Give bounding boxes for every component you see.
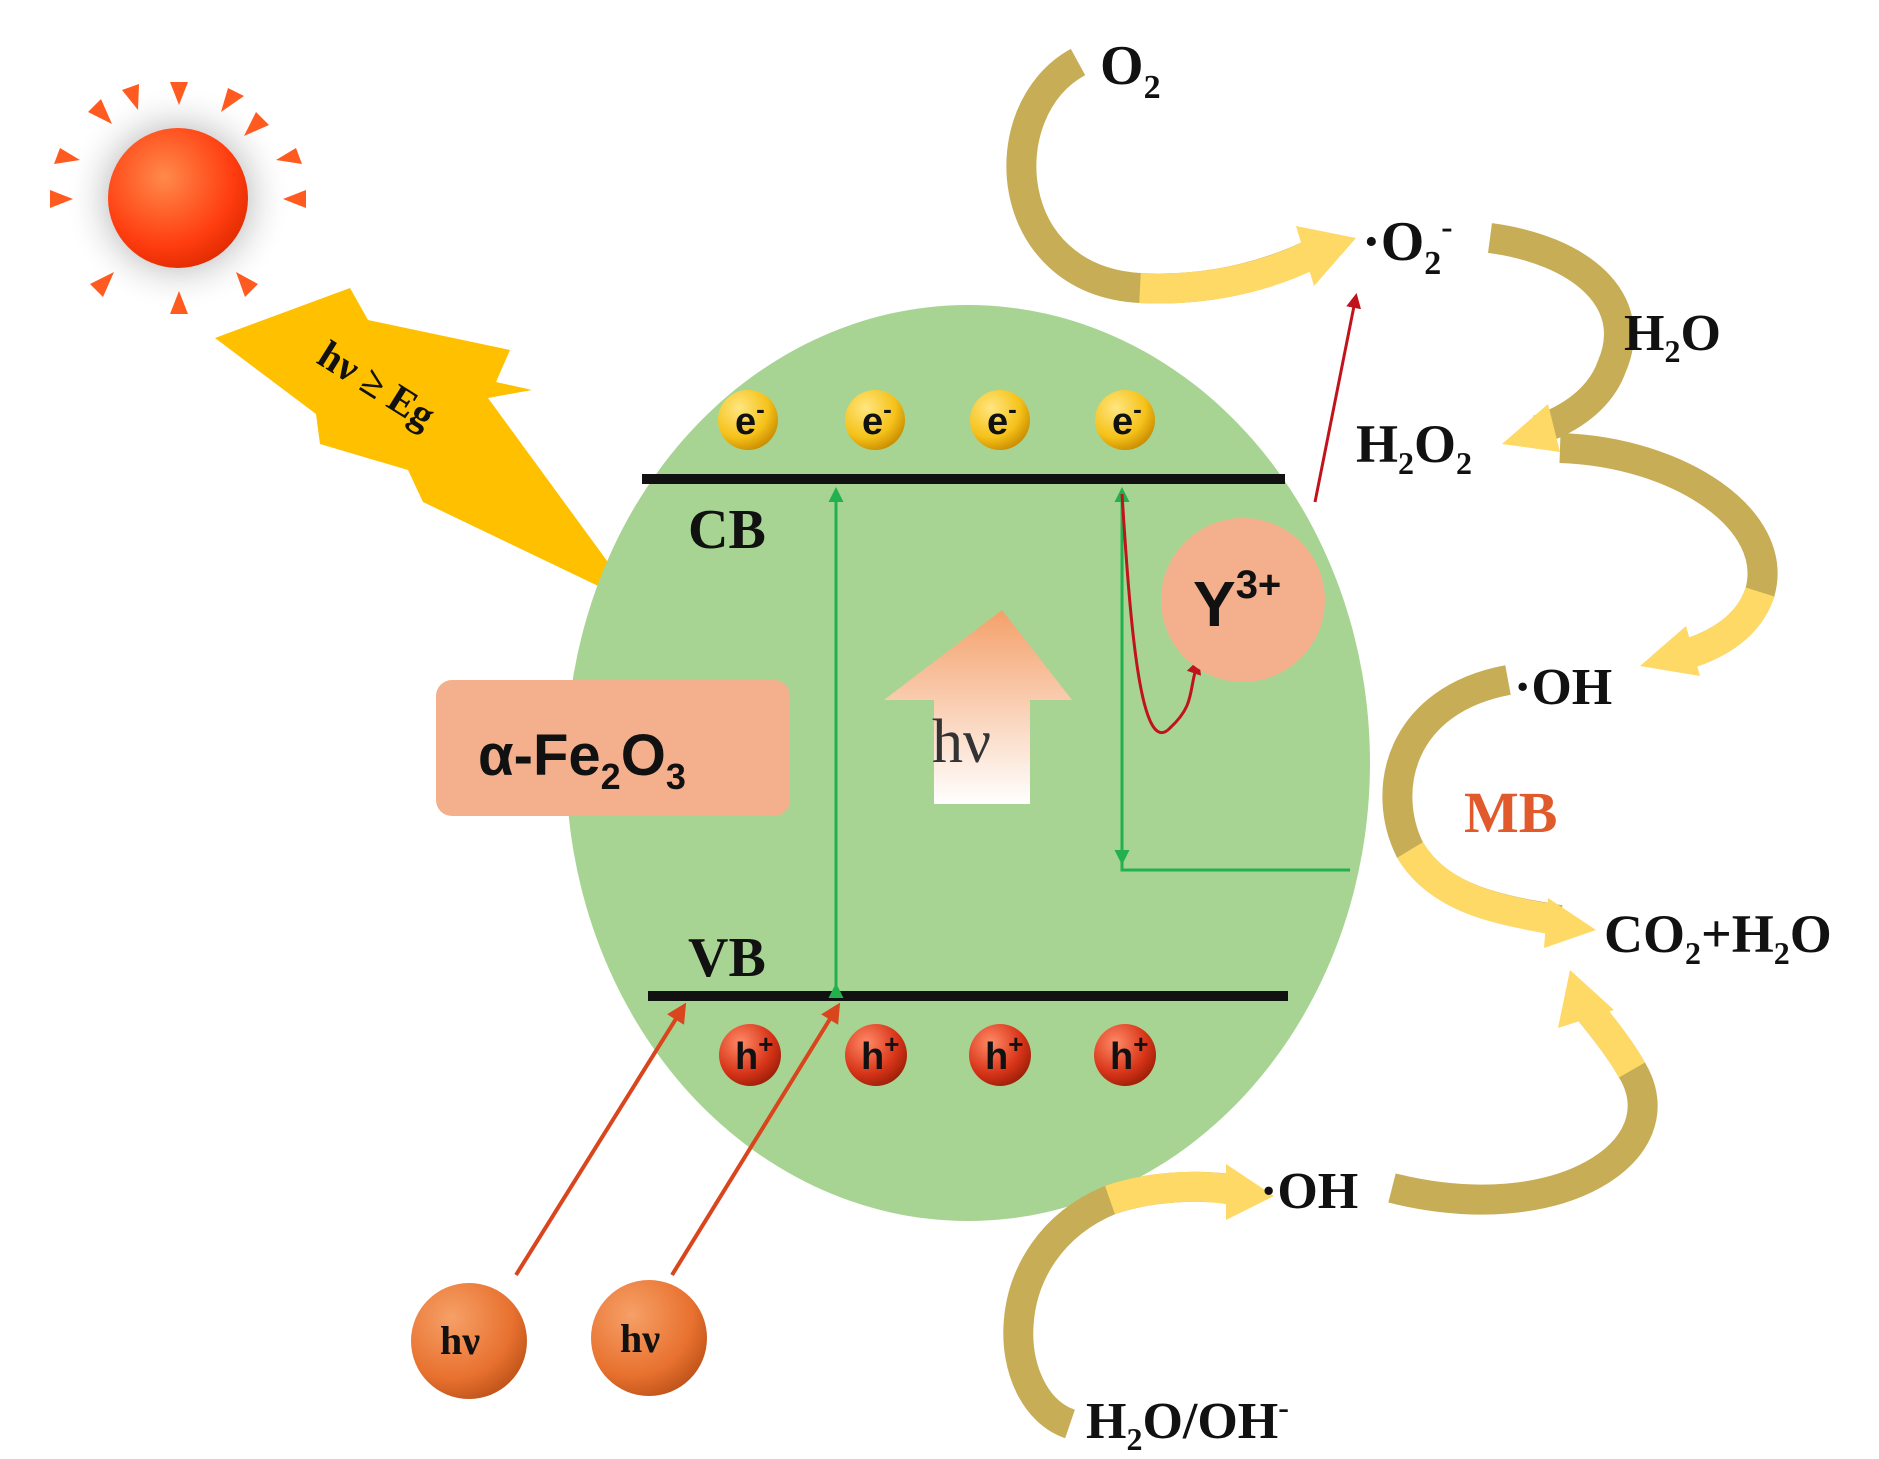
species-superoxide: ·O2- xyxy=(1362,209,1453,282)
svg-text:e-: e- xyxy=(735,394,765,443)
flow-arrowhead xyxy=(1226,1164,1274,1220)
flow-arrowhead xyxy=(1502,404,1560,452)
dopant-label: Y3+ xyxy=(1193,563,1281,640)
electron: e- xyxy=(1095,390,1155,450)
species-o2: O2 xyxy=(1100,35,1161,106)
species-oh-bottom: ·OH xyxy=(1260,1163,1358,1220)
sun-icon xyxy=(50,82,306,314)
hv-arrow-label: hν xyxy=(932,708,991,776)
flow-arrowhead xyxy=(1640,626,1700,676)
photon-arrow xyxy=(514,1002,687,1277)
electrons: e- e- e- e- xyxy=(718,390,1155,450)
species-h2o2: H2O2 xyxy=(1356,414,1472,481)
species-water: H2O xyxy=(1624,305,1721,369)
hole: h+ xyxy=(969,1024,1031,1086)
species-oh-top: ·OH xyxy=(1514,659,1612,716)
flow-arrowhead xyxy=(1544,898,1596,948)
electron: e- xyxy=(970,390,1030,450)
pollutant-label: MB xyxy=(1464,780,1557,845)
svg-text:h+: h+ xyxy=(861,1029,899,1078)
electron: e- xyxy=(845,390,905,450)
photon: hν xyxy=(411,1283,527,1399)
species-products: CO2+H2O xyxy=(1604,904,1832,971)
flow-arrow-superoxide xyxy=(1487,223,1634,445)
flow-arrowhead xyxy=(1296,226,1356,286)
cb-label: CB xyxy=(688,499,766,561)
svg-text:e-: e- xyxy=(862,394,892,443)
catalyst-label: α-Fe2O3 xyxy=(478,723,686,797)
svg-text:e-: e- xyxy=(1112,394,1142,443)
hole: h+ xyxy=(719,1024,781,1086)
electron: e- xyxy=(718,390,778,450)
catalyst-label-box xyxy=(436,680,790,816)
photon-arrow xyxy=(670,1002,841,1277)
flow-arrow-o2 xyxy=(1006,48,1323,304)
electron-trap-arrow xyxy=(1120,493,1202,735)
holes: h+ h+ h+ h+ xyxy=(719,1024,1156,1086)
hole: h+ xyxy=(845,1024,907,1086)
svg-text:h+: h+ xyxy=(985,1029,1023,1078)
hole: h+ xyxy=(1094,1024,1156,1086)
svg-text:h+: h+ xyxy=(735,1029,773,1078)
svg-text:hν: hν xyxy=(620,1316,660,1361)
flow-arrow-water xyxy=(1003,1171,1239,1439)
dopant-release-arrow xyxy=(1313,293,1362,503)
hv-up-arrow-icon xyxy=(884,610,1072,804)
dopant-sphere xyxy=(1161,518,1325,682)
lightning-bolt-icon xyxy=(215,288,640,606)
flow-arrowhead xyxy=(1558,970,1614,1028)
svg-text:e-: e- xyxy=(987,394,1017,443)
species-water-hydroxide: H2O/OH- xyxy=(1086,1389,1289,1457)
photon: hν xyxy=(591,1280,707,1396)
reaction-flow-arrows xyxy=(1003,48,1778,1439)
svg-text:h+: h+ xyxy=(1110,1029,1148,1078)
svg-text:hν: hν xyxy=(440,1318,480,1363)
vb-label: VB xyxy=(688,927,766,989)
